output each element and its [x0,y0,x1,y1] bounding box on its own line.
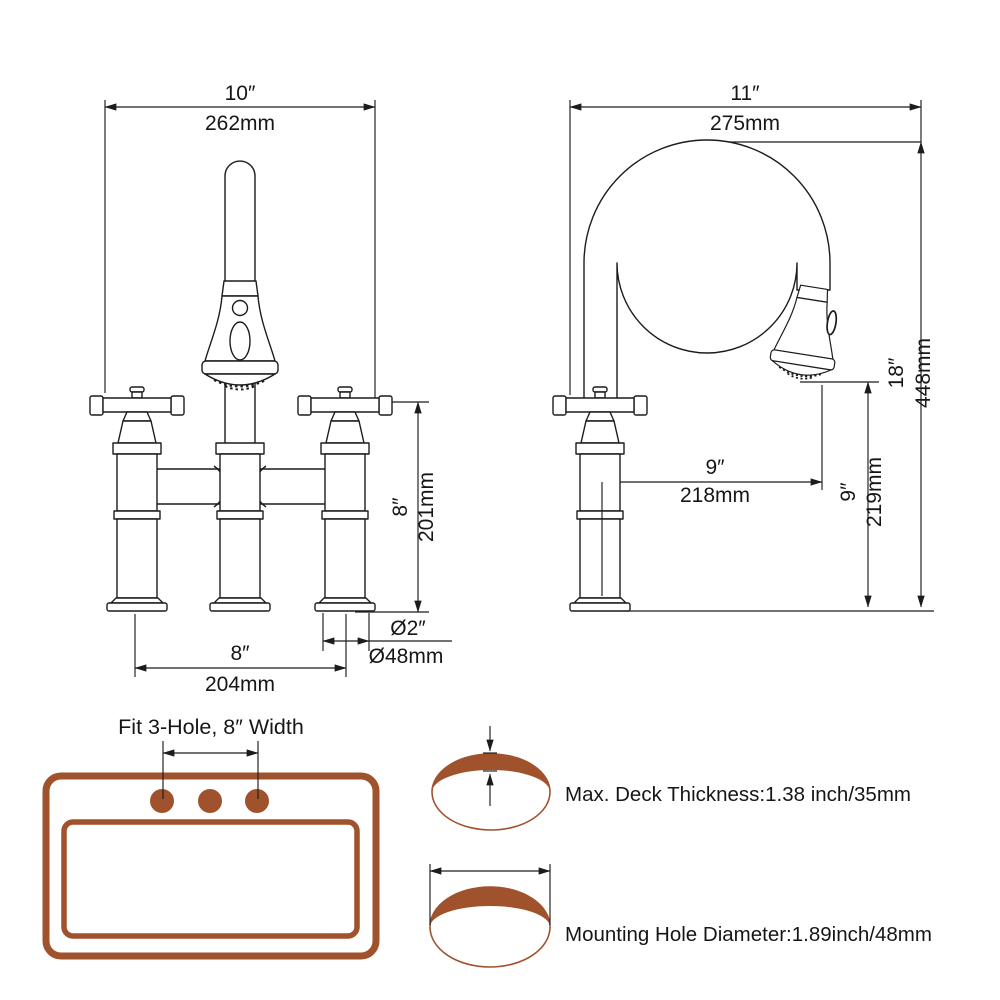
deck-thickness-label: Max. Deck Thickness:1.38 inch/35mm [565,783,911,806]
spout-width-inches: 11″ [730,82,760,105]
overall-height-inches: 18″ [885,357,908,388]
mounting-hole-band [430,887,550,927]
base-diameter-mm: Ø48mm [369,645,444,668]
overall-height-mm: 448mm [912,338,935,408]
sprayer-head-side [766,281,847,385]
hole-spacing-inches: 8″ [230,642,250,665]
spout-width-mm: 275mm [710,112,780,135]
front-width-inches: 10″ [225,82,256,105]
sprayer-grip-oval [229,321,251,361]
faucet-hole-center [198,789,222,813]
mounting-hole-diagram: Mounting Hole Diameter:1.89inch/48mm [429,864,932,968]
spout-reach-mm: 218mm [680,484,750,507]
faucet-hole-left [150,789,174,813]
base-diameter-inches: Ø2″ [390,617,426,640]
sink-top-view: Fit 3-Hole, 8″ Width [42,715,380,960]
side-handle-column [553,387,647,611]
sink-outer-rim [42,772,380,960]
mounting-hole-label: Mounting Hole Diameter:1.89inch/48mm [565,923,932,946]
spout-height-inches: 9″ [837,482,860,502]
hole-spacing-mm: 204mm [205,673,275,696]
spout-reach-inches: 9″ [705,456,725,479]
faucet-hole-right [245,789,269,813]
center-column [209,442,271,612]
front-height-mm: 201mm [415,472,438,542]
sink-basin [61,819,360,939]
spout-height-mm: 219mm [863,457,886,527]
gooseneck-spout [583,139,831,401]
faucet-side-view: 11″ 275mm 9″ 218mm 9″ 219mm 18″ 448mm [553,82,935,611]
faucet-front-view: 10″ 262mm 8″ 201mm 8″ 204mm Ø2″ Ø48mm [90,82,452,696]
sprayer-button [231,299,249,317]
fit-3-hole-label: Fit 3-Hole, 8″ Width [118,715,304,739]
deck-thickness-band [432,754,550,792]
deck-thickness-diagram: Max. Deck Thickness:1.38 inch/35mm [431,726,911,831]
front-width-mm: 262mm [205,112,275,135]
front-height-inches: 8″ [389,497,412,517]
